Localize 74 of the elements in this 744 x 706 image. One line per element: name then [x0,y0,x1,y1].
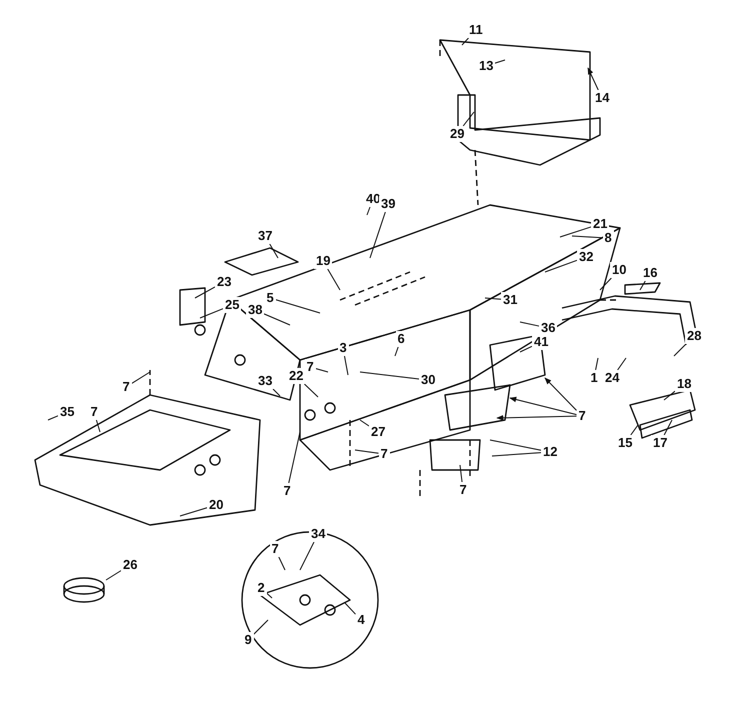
leader-line [269,244,278,258]
leader-line [664,420,672,436]
leader-line [300,542,314,570]
leader-line [200,308,224,318]
leader-line [360,372,420,380]
leader-line [275,299,320,314]
leader-line [264,313,290,326]
leader-line [484,298,502,300]
callout-number: 3 [338,340,349,356]
leader-line [278,556,286,570]
leader-line [462,112,474,126]
callout-number: 23 [215,274,234,290]
callout-number: 7 [270,541,281,557]
leader-line [315,368,328,372]
leader-line [520,322,540,327]
leader-line [492,452,542,456]
leader-line [600,278,612,290]
callout-number: 39 [379,196,398,212]
leader-line [588,67,599,90]
leader-line [544,378,577,411]
leader-line [664,390,676,400]
callout-number: 11 [467,22,485,38]
callout-number: 10 [610,262,628,278]
leader-line [674,344,686,356]
leader-line [360,420,370,426]
leader-line [106,570,122,580]
leader-line [490,440,542,451]
leader-line [462,38,470,46]
leader-line [48,415,58,420]
leader-line [394,346,399,356]
leader-line [617,358,626,370]
leader-line [96,420,100,432]
leader-line [496,415,577,421]
leader-line [180,507,208,516]
leader-line [272,388,280,396]
callout-number: 36 [539,320,558,336]
callout-number: 28 [685,328,704,344]
callout-number: 26 [121,557,140,573]
leader-line [344,356,348,376]
leader-line [366,206,370,216]
leader-line [520,346,532,352]
leader-line [572,236,603,238]
callout-number: 34 [309,526,328,542]
leader-line [460,464,463,482]
callout-number: 16 [641,265,660,281]
leader-line [344,602,356,615]
callout-number: 18 [675,376,694,392]
callout-number: 25 [223,297,242,313]
leader-line [595,358,598,370]
callout-number: 6 [396,331,407,347]
leader-line [544,260,578,272]
callout-number: 38 [246,302,264,318]
leader-line [304,384,318,398]
callout-number: 29 [448,126,466,142]
leader-line [494,60,506,64]
leader-line [194,286,216,298]
leader-line [560,226,592,238]
leader-line [630,424,638,436]
leader-line [354,450,379,454]
leader-line [509,396,577,416]
callout-number: 2 [256,580,267,596]
callout-number: 37 [256,228,274,244]
callout-number: 22 [287,368,306,384]
leader-line [327,268,340,290]
callout-number: 33 [256,373,274,389]
callout-number: 41 [532,334,550,350]
leader-line [253,620,268,635]
leader-line [266,592,272,598]
leader-line [640,280,646,290]
callout-number: 7 [88,404,100,420]
leader-line [288,432,300,484]
leader-line [370,212,386,258]
leader-line [131,372,150,384]
callout-number: 19 [314,253,332,269]
